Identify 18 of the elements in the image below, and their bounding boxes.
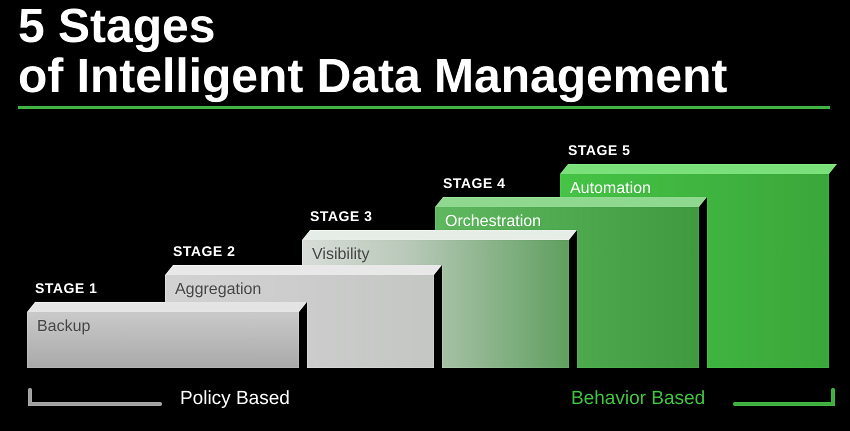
stage-name: Backup <box>37 318 90 336</box>
stage-step <box>560 174 829 197</box>
stage-step <box>165 275 434 302</box>
title: 5 Stages of Intelligent Data Management <box>18 2 728 102</box>
stage-step <box>27 312 299 368</box>
stage-name: Aggregation <box>175 281 262 299</box>
stage-label: STAGE 2 <box>173 243 236 259</box>
stage-label: STAGE 4 <box>443 175 506 191</box>
group-label: Policy Based <box>180 388 290 410</box>
stage-label: STAGE 5 <box>568 142 630 158</box>
stage-label: STAGE 3 <box>310 208 372 224</box>
stage-name: Automation <box>570 180 651 198</box>
stage-step <box>302 240 569 265</box>
group-label: Behavior Based <box>571 388 706 410</box>
stage-label: STAGE 1 <box>35 280 98 296</box>
stage-step <box>435 207 699 230</box>
stage-name: Orchestration <box>445 213 542 231</box>
stage-name: Visibility <box>312 246 370 264</box>
